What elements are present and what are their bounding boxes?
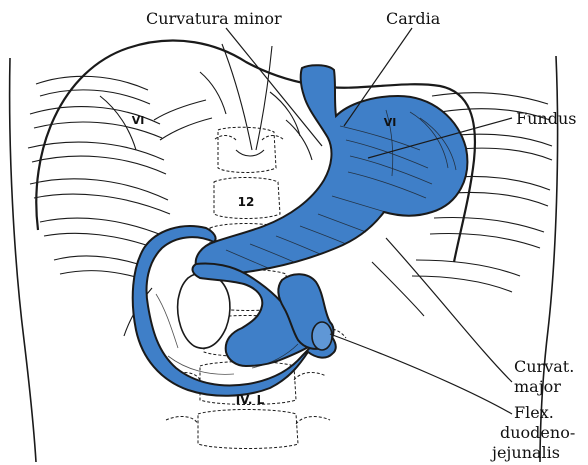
vertebra-iv-l-mark: IV. L xyxy=(236,393,265,407)
leader-curvat-major xyxy=(386,238,512,382)
label-cardia: Cardia xyxy=(386,9,441,28)
label-fundus: Fundus xyxy=(516,109,576,128)
label-curvatura-minor: Curvatura minor xyxy=(146,9,282,28)
label-flex-1: Flex. xyxy=(514,403,554,422)
vertebra-12-mark: 12 xyxy=(238,195,255,209)
rib-mark-left: VI xyxy=(132,114,145,127)
label-curvat-major-1: Curvat. xyxy=(514,357,574,376)
ribs-left xyxy=(28,72,226,280)
label-flex-3: jejunalis xyxy=(490,443,560,462)
label-flex-2: duodeno- xyxy=(500,423,575,442)
stomach-body xyxy=(196,65,468,276)
label-curvat-major-2: major xyxy=(514,377,561,396)
duodenum-loop-inner xyxy=(178,273,230,348)
jejunum-opening xyxy=(312,322,332,350)
rib-mark-right: VI xyxy=(384,116,397,129)
stomach xyxy=(133,65,468,396)
leader-flex xyxy=(330,334,512,414)
sternum xyxy=(222,44,272,156)
